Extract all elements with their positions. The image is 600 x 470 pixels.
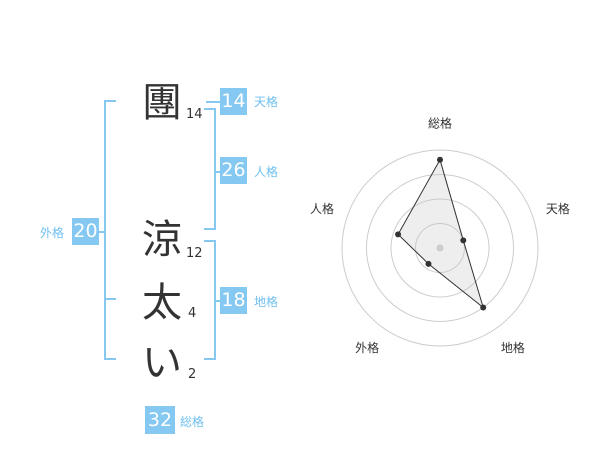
jinkaku-label: 人格 bbox=[254, 165, 279, 179]
radar-point-4 bbox=[425, 260, 432, 267]
radar-axis-label: 天格 bbox=[546, 201, 570, 216]
radar-point-3 bbox=[480, 304, 487, 311]
radar-grid-ring bbox=[390, 198, 490, 298]
gaikaku-value: 20 bbox=[72, 218, 99, 245]
surname-char-1-strokes: 14 bbox=[186, 107, 203, 122]
tenkaku-value: 14 bbox=[220, 88, 247, 115]
radar-grid-ring bbox=[366, 174, 514, 322]
jinkaku-bracket bbox=[204, 108, 216, 230]
given-char-1: 涼 bbox=[142, 217, 182, 263]
jinkaku-value: 26 bbox=[220, 157, 247, 184]
radar-point-5 bbox=[395, 231, 402, 238]
radar-axis-label: 地格 bbox=[501, 340, 525, 355]
tenkaku-label: 天格 bbox=[254, 95, 279, 109]
chikaku-connector bbox=[214, 300, 220, 302]
radar-axis-label: 総格 bbox=[428, 116, 452, 131]
gaikaku-label: 外格 bbox=[40, 226, 65, 240]
gaikaku-tick bbox=[104, 298, 116, 300]
given-char-2-strokes: 4 bbox=[188, 306, 197, 321]
soukaku-value: 32 bbox=[145, 406, 175, 434]
gaikaku-bracket bbox=[104, 100, 116, 360]
radar-point-1 bbox=[437, 156, 443, 163]
chikaku-label: 地格 bbox=[254, 295, 279, 309]
tenkaku-connector bbox=[206, 101, 220, 103]
given-char-3-strokes: 2 bbox=[188, 367, 197, 382]
radar-center bbox=[436, 244, 444, 252]
radar-axis-label: 外格 bbox=[355, 340, 379, 355]
jinkaku-connector bbox=[214, 171, 220, 173]
radar-axis-label: 人格 bbox=[310, 201, 334, 216]
radar-grid-ring bbox=[341, 149, 539, 347]
given-char-1-strokes: 12 bbox=[186, 246, 203, 261]
gaikaku-connector bbox=[96, 231, 106, 233]
given-char-3: い bbox=[142, 340, 182, 386]
chikaku-value: 18 bbox=[220, 287, 247, 314]
radar-point-2 bbox=[460, 237, 467, 244]
soukaku-label: 総格 bbox=[180, 415, 205, 429]
radar-data-polygon bbox=[397, 158, 485, 309]
surname-char-1: 團 bbox=[142, 80, 182, 126]
given-char-2: 太 bbox=[142, 280, 182, 326]
